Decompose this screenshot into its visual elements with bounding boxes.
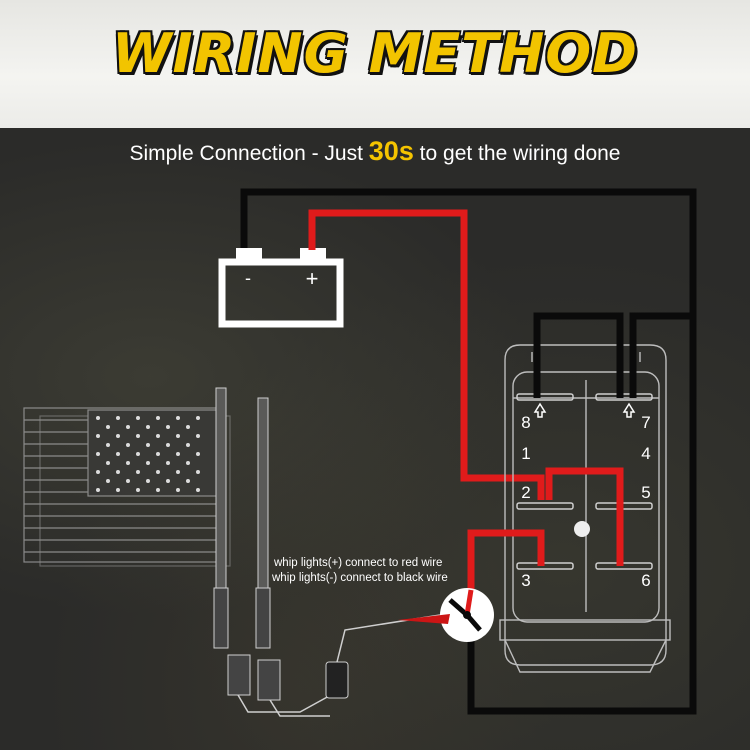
flag-star [186, 479, 190, 483]
connection-node-icon [398, 588, 494, 642]
black-jumper-wires [533, 312, 693, 398]
flag-star [156, 488, 160, 492]
battery-negative-label: - [245, 268, 251, 288]
flag-star [186, 425, 190, 429]
flag-star [196, 416, 200, 420]
flag-star [186, 443, 190, 447]
header-banner [0, 0, 750, 128]
flag-star [126, 461, 130, 465]
flag-star [136, 452, 140, 456]
flag-star [176, 470, 180, 474]
flag-star [196, 434, 200, 438]
flag-star [196, 452, 200, 456]
flag-star [196, 470, 200, 474]
battery-icon [218, 248, 344, 328]
arrow-icons [533, 402, 636, 418]
flag-star [116, 416, 120, 420]
pin-7-label: 7 [641, 413, 650, 432]
flag-star [186, 461, 190, 465]
flag-star [96, 416, 100, 420]
pin-2-label: 2 [521, 483, 530, 502]
flag-star [166, 461, 170, 465]
battery-positive-label: + [306, 266, 319, 291]
black-wire-loop [240, 188, 697, 715]
red-jumper-wires [467, 467, 624, 612]
flag-star [116, 452, 120, 456]
flag-star [136, 470, 140, 474]
pin-5-label: 5 [641, 483, 650, 502]
flag-star [146, 479, 150, 483]
flag-star [126, 443, 130, 447]
flag-star [176, 488, 180, 492]
flag-star [146, 461, 150, 465]
flag-star [106, 443, 110, 447]
flag-star [176, 434, 180, 438]
flag-star [116, 488, 120, 492]
flag-star [106, 479, 110, 483]
note-positive: whip lights(+) connect to red wire [274, 557, 443, 569]
subtitle-suffix: to get the wiring done [413, 142, 621, 165]
flag-star [146, 425, 150, 429]
flag-star [166, 425, 170, 429]
subtitle: Simple Connection - Just 30s to get the … [0, 136, 750, 167]
pin-3-label: 3 [521, 571, 530, 590]
pin-8-label: 8 [521, 413, 530, 432]
flag-star [96, 434, 100, 438]
flag-star [196, 488, 200, 492]
pin-6-label: 6 [641, 571, 650, 590]
switch-terminals [516, 393, 653, 570]
flag-stars [96, 416, 200, 492]
rocker-switch [499, 344, 671, 673]
flag-star [126, 479, 130, 483]
flag-star [126, 425, 130, 429]
subtitle-highlight: 30s [368, 136, 414, 166]
page-title: WIRING METHOD [111, 22, 639, 85]
flag-star [96, 452, 100, 456]
flag-star [136, 488, 140, 492]
whip-light-poles [213, 387, 441, 717]
flag-star [156, 452, 160, 456]
flag-star [146, 443, 150, 447]
flag-star [96, 470, 100, 474]
flag-star [136, 416, 140, 420]
note-negative: whip lights(-) connect to black wire [272, 572, 448, 584]
flag-star [116, 434, 120, 438]
subtitle-prefix: Simple Connection - Just [129, 142, 369, 165]
flag-star [166, 479, 170, 483]
flag-star [136, 434, 140, 438]
flag-star [106, 425, 110, 429]
flag-star [176, 416, 180, 420]
flag-star [166, 443, 170, 447]
flag-star [156, 416, 160, 420]
pin-4-label: 4 [641, 444, 650, 463]
flag-star [116, 470, 120, 474]
red-wire-main [308, 209, 545, 500]
flag-star [176, 452, 180, 456]
flag-star [156, 470, 160, 474]
american-flag-illustration [23, 407, 231, 567]
flag-star [156, 434, 160, 438]
flag-star [96, 488, 100, 492]
pin-1-label: 1 [521, 444, 530, 463]
flag-star [106, 461, 110, 465]
